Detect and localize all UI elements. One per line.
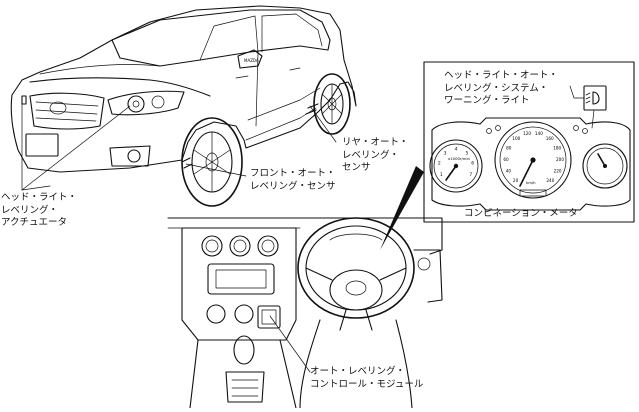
- control-module-line-2: コントロール・モジュール: [310, 378, 424, 390]
- speedo-tick-label: 160: [546, 136, 554, 141]
- speedo-unit: km/h: [526, 180, 536, 185]
- speedo-tick-label: 20: [513, 178, 519, 183]
- warning-light-line-3: ワーニング・ライト: [444, 95, 530, 106]
- front-sensor-line-2: レベリング・センサ: [250, 180, 336, 192]
- dashboard-illustration: [167, 217, 443, 409]
- rear-sensor-line-1: リヤ・オート・: [342, 137, 409, 148]
- tacho-tick-label: 7: [469, 172, 472, 178]
- speedo-tick-label: 40: [506, 169, 512, 174]
- headlight-actuator-label: ヘッド・ライト・ レベリング・ アクチュエータ: [1, 192, 77, 230]
- svg-text:MAZDA: MAZDA: [244, 58, 259, 63]
- tacho-tick-label: 1: [440, 172, 443, 178]
- tacho-tick-label: 5: [465, 151, 468, 157]
- warning-light-line-1: ヘッド・ライト・オート・: [444, 70, 559, 81]
- speedo-tick-label: 120: [523, 131, 531, 136]
- speedo-tick-label: 220: [554, 169, 562, 174]
- warning-light-label: ヘッド・ライト・オート・ レベリング・システム・ ワーニング・ライト: [444, 70, 558, 108]
- speedo-tick-label: 140: [535, 131, 543, 136]
- tacho-tick-label: 6: [471, 161, 474, 167]
- headlight-actuator-line-2: レベリング・: [1, 204, 59, 216]
- speedo-tick-label: 200: [556, 157, 564, 162]
- rear-sensor-line-2: レベリング・: [342, 149, 400, 161]
- front-sensor-line-1: フロント・オート・: [250, 168, 336, 179]
- headlight-actuator-line-1: ヘッド・ライト・: [1, 192, 78, 203]
- tacho-tick-label: 3: [444, 151, 447, 157]
- speedo-tick-label: 100: [512, 136, 520, 141]
- control-module-label: オート・レベリング・ コントロール・モジュール: [310, 366, 423, 391]
- tacho-tick-label: 4: [455, 147, 458, 153]
- car-leader-lines: [21, 99, 337, 191]
- control-module-line-1: オート・レベリング・: [310, 366, 406, 377]
- car-illustration: MAZDA: [10, 5, 357, 207]
- headlight-actuator-line-3: アクチュエータ: [1, 217, 68, 228]
- rear-sensor-line-3: センサ: [342, 162, 371, 173]
- combination-meter-inset: x1000r/min km/h: [423, 61, 635, 223]
- control-module-marker: [257, 305, 281, 329]
- speedo-tick-label: 180: [553, 146, 561, 151]
- tacho-tick-labels: 1 23 4 56 7: [438, 147, 474, 179]
- speedo-tick-label: 60: [503, 157, 509, 162]
- front-sensor-marker: [181, 157, 193, 169]
- tacho-tick-label: 2: [438, 161, 441, 167]
- combination-meter-label: コンビネーション・メータ: [464, 208, 578, 221]
- warning-light-line-2: レベリング・システム・: [444, 82, 549, 94]
- rear-sensor-marker: [305, 103, 319, 115]
- tacho-unit: x1000r/min: [448, 156, 471, 161]
- speedo-tick-label: 240: [546, 178, 554, 183]
- headlight-leveling-icon: [592, 91, 600, 105]
- speedo-tick-label: 80: [506, 146, 512, 151]
- front-sensor-label: フロント・オート・ レベリング・センサ: [250, 168, 336, 193]
- rear-sensor-label: リヤ・オート・ レベリング・ センサ: [342, 137, 409, 175]
- inset-pointer: [380, 166, 424, 250]
- combination-meter-text: コンビネーション・メータ: [464, 208, 578, 219]
